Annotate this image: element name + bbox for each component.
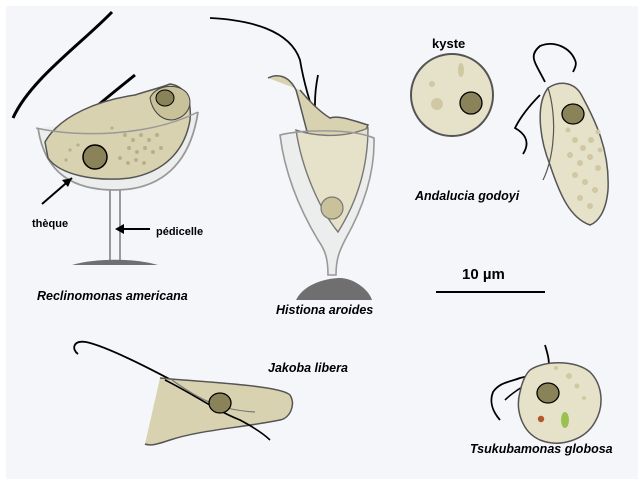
cyst-wall <box>411 54 493 136</box>
kyste-label: kyste <box>432 36 465 51</box>
cyst-nucleus <box>460 92 482 114</box>
scale-bar-label: 10 µm <box>462 266 505 283</box>
jakoba-label: Jakoba libera <box>268 361 348 375</box>
tsukubamonas-cell <box>518 363 601 443</box>
cyst-granule-1 <box>458 63 464 77</box>
tsukubamonas-green-granule <box>561 412 569 428</box>
andalucia-nucleus <box>562 104 584 124</box>
cyst-granule-3 <box>429 81 435 87</box>
tsukubamonas-nucleus <box>537 383 559 403</box>
theque-label: thèque <box>32 218 68 230</box>
pedicelle-label: pédicelle <box>156 226 203 238</box>
andalucia-label: Andalucia godoyi <box>414 189 520 203</box>
tsukubamonas-label: Tsukubamonas globosa <box>470 442 613 456</box>
cyst-granule-2 <box>431 98 443 110</box>
reclinomonas-vacuole <box>156 90 174 106</box>
jakoba-nucleus <box>209 393 231 413</box>
histiona-label: Histiona aroides <box>276 303 373 317</box>
tsukubamonas-orange-granule <box>538 416 544 422</box>
reclinomonas-nucleus <box>83 145 107 169</box>
histiona-nucleus <box>321 197 343 219</box>
reclinomonas-label: Reclinomonas americana <box>37 289 188 303</box>
